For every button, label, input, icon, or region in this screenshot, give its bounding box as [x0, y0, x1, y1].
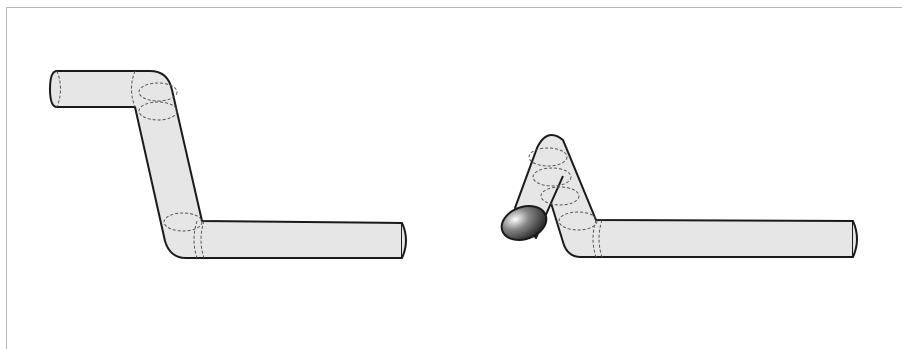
right-pipe-seam-1 [528, 147, 568, 167]
right-pipe-seam-2 [532, 167, 572, 187]
right-pipe [500, 134, 858, 258]
left-pipe-seam-4 [163, 212, 203, 232]
left-pipe-seam-3 [138, 101, 178, 121]
right-pipe-inner-edge [550, 175, 564, 204]
frame-top-border [6, 7, 902, 8]
frame-left-border [6, 7, 7, 349]
right-pipe-end-cap [852, 220, 858, 258]
right-pipe-open-end [500, 205, 548, 241]
left-pipe-body [49, 70, 403, 259]
left-pipe-end-cap [401, 222, 407, 259]
right-pipe-seam-4 [558, 211, 598, 231]
left-pipe [49, 70, 407, 259]
right-pipe-seam-3 [540, 186, 580, 206]
left-pipe-seam-2 [138, 82, 178, 102]
